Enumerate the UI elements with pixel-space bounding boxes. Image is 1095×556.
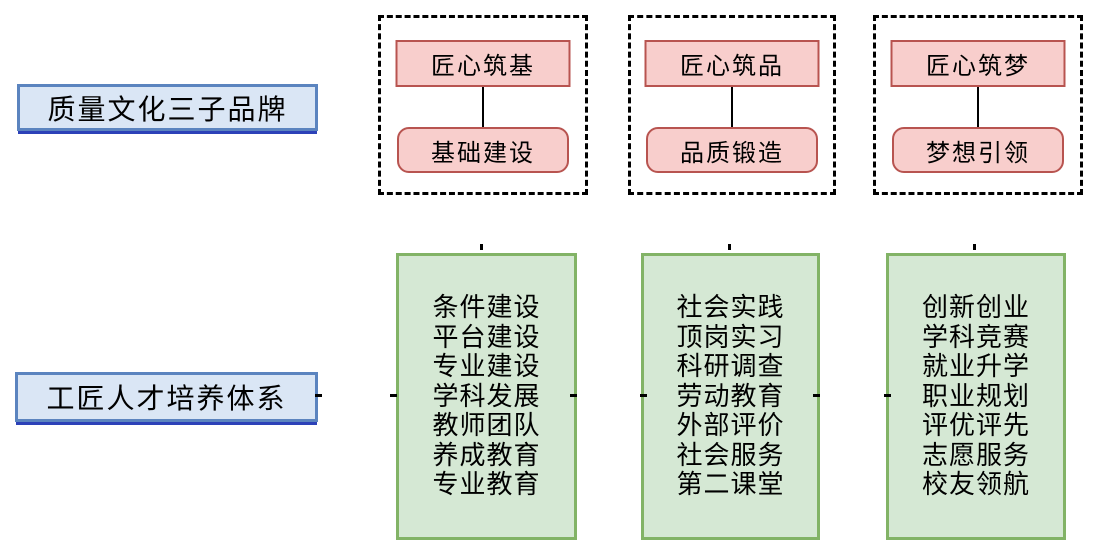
brand-group-2: 匠心筑品 品质锻造 — [628, 15, 836, 195]
connector-stub — [728, 244, 731, 250]
connector-stub — [315, 394, 322, 397]
talent-column-2-items: 社会实践 顶岗实习 科研调查 劳动教育 外部评价 社会服务 第二课堂 — [676, 292, 785, 500]
talent-column-3: 创新创业 学科竞赛 就业升学 职业规划 评优评先 志愿服务 校友领航 — [886, 253, 1066, 540]
connector-stub — [884, 394, 891, 397]
talent-column-2: 社会实践 顶岗实习 科研调查 劳动教育 外部评价 社会服务 第二课堂 — [641, 253, 820, 540]
brand-group-1-connector-line — [482, 87, 484, 127]
brand-system-label: 质量文化三子品牌 — [17, 84, 318, 131]
brand-group-3-title: 匠心筑梦 — [890, 40, 1066, 87]
brand-group-3: 匠心筑梦 梦想引领 — [873, 15, 1083, 195]
brand-group-1: 匠心筑基 基础建设 — [378, 15, 588, 195]
brand-group-2-subtitle-text: 品质锻造 — [680, 139, 784, 167]
connector-stub — [640, 394, 647, 397]
talent-column-3-items: 创新创业 学科竞赛 就业升学 职业规划 评优评先 志愿服务 校友领航 — [921, 292, 1030, 500]
talent-column-1-items: 条件建设 平台建设 专业建设 学科发展 教师团队 养成教育 专业教育 — [432, 292, 541, 500]
brand-group-2-title-text: 匠心筑品 — [680, 53, 784, 80]
brand-group-1-title-text: 匠心筑基 — [431, 53, 535, 80]
brand-system-label-text: 质量文化三子品牌 — [47, 93, 288, 125]
talent-system-label-text: 工匠人才培养体系 — [46, 383, 287, 414]
brand-group-3-title-text: 匠心筑梦 — [926, 53, 1030, 80]
brand-group-3-connector-line — [977, 87, 979, 127]
connector-stub — [973, 244, 976, 250]
brand-group-1-title: 匠心筑基 — [395, 40, 571, 87]
talent-column-1: 条件建设 平台建设 专业建设 学科发展 教师团队 养成教育 专业教育 — [396, 253, 577, 540]
brand-group-1-subtitle-text: 基础建设 — [431, 139, 535, 167]
connector-stub — [480, 244, 483, 250]
brand-group-2-title: 匠心筑品 — [644, 40, 820, 87]
talent-system-label: 工匠人才培养体系 — [15, 372, 318, 422]
connector-stub — [813, 394, 820, 397]
brand-group-2-connector-line — [731, 87, 733, 127]
brand-group-3-subtitle-text: 梦想引领 — [926, 139, 1030, 167]
brand-group-3-subtitle: 梦想引领 — [892, 127, 1064, 173]
brand-group-2-subtitle: 品质锻造 — [646, 127, 818, 173]
brand-group-1-subtitle: 基础建设 — [397, 127, 569, 173]
connector-stub — [570, 394, 577, 397]
connector-stub — [390, 394, 397, 397]
